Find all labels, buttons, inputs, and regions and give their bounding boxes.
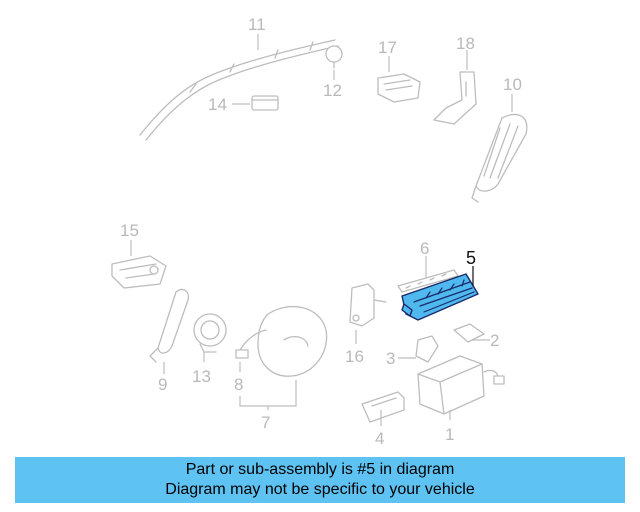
callout-8: 8 xyxy=(234,375,243,394)
callout-12: 12 xyxy=(323,81,342,100)
part-2-bracket[interactable] xyxy=(453,323,485,343)
callout-6: 6 xyxy=(420,239,429,258)
callout-9: 9 xyxy=(158,375,167,394)
part-6-seal[interactable] xyxy=(397,269,459,293)
part-13-clock-spring[interactable] xyxy=(193,313,227,353)
callout-11: 11 xyxy=(248,15,266,34)
callout-16: 16 xyxy=(345,347,364,366)
part-9-pillar-airbag[interactable] xyxy=(149,288,190,363)
callout-10: 10 xyxy=(503,75,522,94)
info-banner: Part or sub-assembly is #5 in diagram Di… xyxy=(15,457,625,503)
part-10-side-airbag[interactable] xyxy=(471,113,528,203)
banner-line-disclaimer: Diagram may not be specific to your vehi… xyxy=(165,481,475,498)
part-15-knee-airbag-bracket[interactable] xyxy=(111,255,167,289)
part-1-passenger-airbag-module[interactable] xyxy=(417,355,505,415)
callout-15: 15 xyxy=(120,221,139,240)
callout-13: 13 xyxy=(192,367,211,386)
part-17-sensor[interactable] xyxy=(377,73,421,103)
part-18-bracket[interactable] xyxy=(433,71,477,125)
callout-5: 5 xyxy=(466,248,476,268)
callout-18: 18 xyxy=(456,34,475,53)
banner-line-part-reference: Part or sub-assembly is #5 in diagram xyxy=(185,461,455,478)
callout-1: 1 xyxy=(445,425,454,444)
part-12-clip[interactable] xyxy=(325,45,343,69)
callout-14: 14 xyxy=(208,95,227,114)
callout-17: 17 xyxy=(378,38,397,57)
part-4-bracket[interactable] xyxy=(361,391,405,423)
part-5-airbag-door[interactable] xyxy=(401,273,479,321)
parts-diagram: 11 12 14 17 18 10 15 xyxy=(111,15,528,448)
callout-4: 4 xyxy=(375,429,384,448)
callout-3: 3 xyxy=(386,349,395,368)
callout-7: 7 xyxy=(261,413,270,432)
callout-2: 2 xyxy=(490,331,499,350)
part-8-connector[interactable] xyxy=(235,349,249,359)
part-7-driver-airbag[interactable] xyxy=(239,306,328,377)
part-16-control-module[interactable] xyxy=(349,283,387,327)
part-11-curtain-airbag[interactable] xyxy=(139,39,339,141)
part-3-bracket[interactable] xyxy=(415,335,439,363)
part-14-sensor[interactable] xyxy=(251,95,279,111)
